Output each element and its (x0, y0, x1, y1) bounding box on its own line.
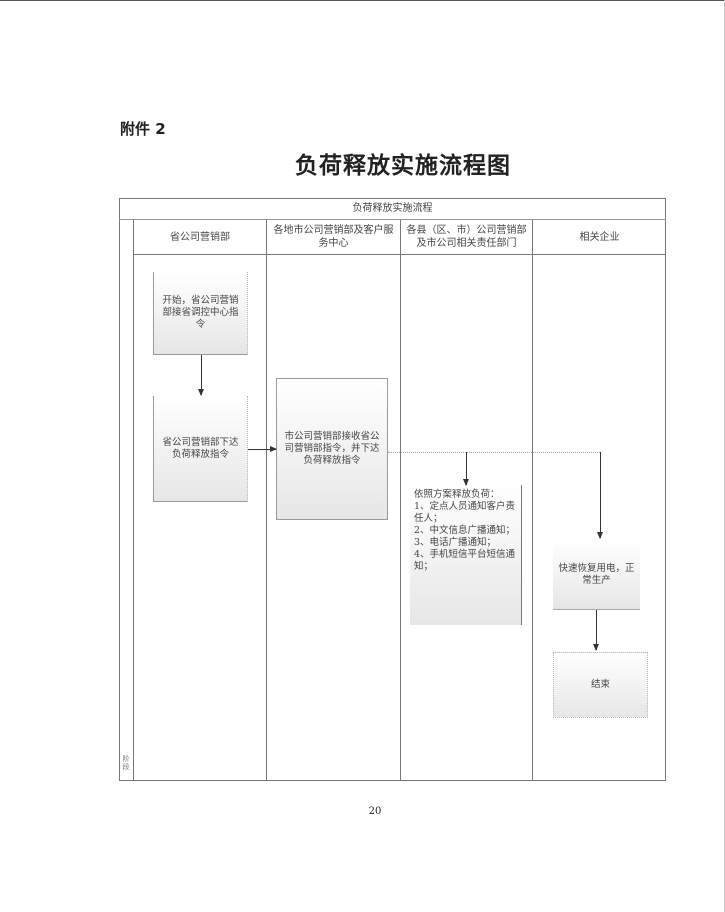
lane-divider (266, 220, 267, 781)
lane-divider (400, 220, 401, 781)
step-restore: 快速恢复用电，正常生产 (553, 540, 640, 610)
arrow-down (198, 355, 204, 396)
step-issue-command: 省公司营销部下达负荷释放指令 (153, 396, 248, 502)
lane-header-enterprise: 相关企业 (533, 220, 666, 255)
stage-column-divider (133, 220, 134, 781)
flowchart-table (119, 198, 666, 781)
arrow-down (463, 452, 469, 486)
page-top-border (0, 0, 725, 1)
step-release-load: 依照方案释放负荷： 1、定点人员通知客户责任人； 2、中文信息广播通知； 3、电… (410, 485, 522, 625)
attachment-label: 附件 2 (120, 120, 166, 138)
step-city-receive: 市公司营销部接收省公司营销部指令，并下达负荷释放指令 (276, 378, 388, 520)
lane-divider (532, 220, 533, 781)
connector-dotted (388, 452, 600, 453)
lane-header-provincial: 省公司营销部 (134, 220, 266, 255)
flowchart-header: 负荷释放实施流程 (119, 198, 666, 220)
lane-header-county: 各县（区、市）公司营销部及市公司相关责任部门 (401, 220, 532, 255)
arrow-right (248, 446, 277, 452)
arrow-down (593, 610, 599, 651)
page-title: 负荷释放实施流程图 (295, 152, 511, 179)
stage-label: 阶段 (122, 755, 130, 771)
step-end: 结束 (553, 652, 648, 718)
lane-header-city: 各地市公司营销部及客户服务中心 (267, 220, 400, 255)
page-number: 20 (368, 806, 382, 817)
step-start: 开始，省公司营销部接省调控中心指令 (153, 272, 248, 355)
arrow-down (597, 452, 603, 539)
